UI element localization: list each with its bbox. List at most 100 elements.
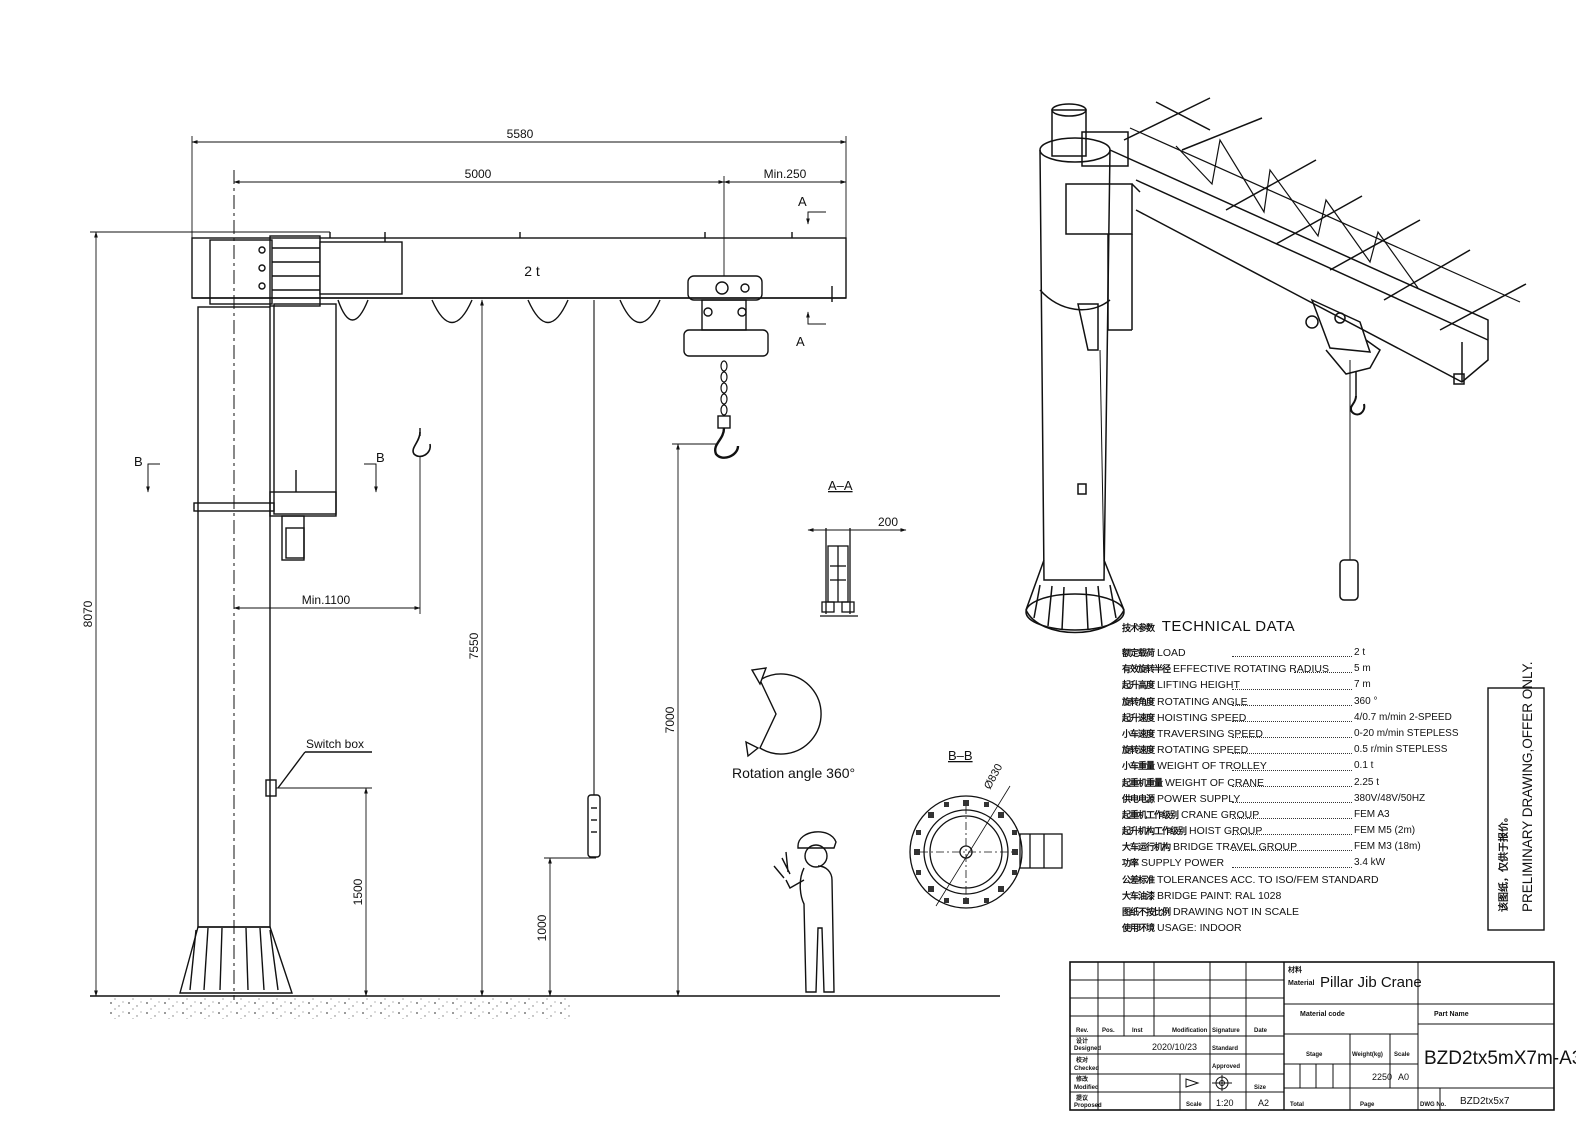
switch-box <box>265 779 277 797</box>
section-a-top: A <box>798 194 807 209</box>
tb-part-number: BZD2tx5mX7m-A3 <box>1424 1048 1576 1069</box>
leader-dots <box>1294 672 1352 674</box>
svg-text:Scale: Scale <box>1394 1052 1410 1058</box>
tech-row-value: FEM A3 <box>1354 808 1390 820</box>
svg-text:Checked: Checked <box>1074 1066 1099 1072</box>
section-b-right: B <box>376 450 385 465</box>
tb-paper-main: A0 <box>1398 1072 1409 1082</box>
preliminary-stamp: 该图纸，仅供于报价。 PRELIMINARY DRAWING,OFFER ONL… <box>1487 661 1545 931</box>
svg-text:Total: Total <box>1290 1102 1304 1108</box>
base-flange <box>909 795 1023 909</box>
tb-product: Pillar Jib Crane <box>1320 974 1422 991</box>
leader-dots <box>1232 704 1352 706</box>
tech-row-value: FEM M3 (18m) <box>1354 841 1421 853</box>
title-block-grid <box>1069 961 1555 1111</box>
dim-jib-length: 5000 <box>465 167 492 181</box>
stamp-cn: 该图纸，仅供于报价。 <box>1497 812 1510 912</box>
svg-text:Inst: Inst <box>1132 1028 1143 1034</box>
dim-section-width: 200 <box>878 515 898 529</box>
hoist <box>683 329 769 357</box>
iso-pillar <box>1039 149 1111 581</box>
section-bb: B–B Ø830 <box>909 748 1063 909</box>
svg-text:Size: Size <box>1254 1085 1267 1091</box>
tb-date: 2020/10/23 <box>1152 1042 1197 1052</box>
rotation-label: Rotation angle 360° <box>732 765 855 781</box>
dim-min-approach: Min.1100 <box>302 593 351 607</box>
tb-material-cn: 材料 <box>1287 965 1302 974</box>
trolley <box>687 275 763 301</box>
svg-text:Pos.: Pos. <box>1102 1028 1115 1034</box>
svg-text:校对: 校对 <box>1076 1056 1088 1064</box>
dimension-lines <box>90 136 847 997</box>
svg-text:Stage: Stage <box>1306 1052 1323 1058</box>
pillar-base <box>179 926 293 994</box>
tech-row-value: 4/0.7 m/min 2-SPEED <box>1354 711 1452 723</box>
dim-beam-height: 7550 <box>467 632 481 659</box>
leader-dots <box>1232 785 1352 787</box>
svg-text:DWG No.: DWG No. <box>1420 1102 1446 1108</box>
rotation-symbol <box>745 667 822 758</box>
svg-text:Standard: Standard <box>1212 1046 1238 1052</box>
leader-dots <box>1232 801 1352 803</box>
stamp-en: PRELIMINARY DRAWING,OFFER ONLY. <box>1520 661 1535 912</box>
dim-min-end: Min.250 <box>764 167 807 181</box>
section-a-bottom: A <box>796 334 805 349</box>
svg-text:Page: Page <box>1360 1102 1375 1108</box>
leader-dots <box>1232 688 1352 690</box>
svg-text:Date: Date <box>1254 1028 1268 1034</box>
tech-row-value: 0-20 m/min STEPLESS <box>1354 727 1459 739</box>
tech-row-value: 3.4 kW <box>1354 857 1386 869</box>
load-label: 2 t <box>524 263 540 279</box>
svg-text:Approved: Approved <box>1212 1064 1240 1070</box>
tech-row-value: 360 ° <box>1354 695 1378 707</box>
tech-row-value: 2.25 t <box>1354 776 1380 788</box>
switch-box-label: Switch box <box>306 737 364 751</box>
operator-figure <box>773 831 837 993</box>
leader-dots <box>1232 769 1352 771</box>
dim-pendant-height: 1000 <box>535 914 549 941</box>
tb-scale: 1:20 <box>1216 1098 1234 1108</box>
tech-row-value: 2 t <box>1354 647 1366 658</box>
svg-text:Designed: Designed <box>1074 1046 1101 1052</box>
svg-text:Signature: Signature <box>1212 1028 1240 1034</box>
tb-material-code: Material code <box>1300 1011 1345 1018</box>
leader-dots <box>1232 720 1352 722</box>
leader-dots <box>1232 753 1352 755</box>
svg-text:Weight(kg): Weight(kg) <box>1352 1052 1383 1058</box>
svg-text:Rev.: Rev. <box>1076 1028 1089 1034</box>
leader-dots <box>1232 737 1352 739</box>
dim-overall-width: 5580 <box>507 127 534 141</box>
tech-row-value: FEM M5 (2m) <box>1354 825 1416 837</box>
technical-data-title: 技术参数 TECHNICAL DATA <box>1122 618 1296 635</box>
section-aa: A–A 200 <box>807 478 907 617</box>
jib-beam <box>191 237 847 299</box>
dim-hook-height: 7000 <box>663 706 677 733</box>
svg-text:Modified: Modified <box>1074 1085 1099 1091</box>
iso-jib-beam <box>1109 149 1489 383</box>
reach-hook <box>412 431 431 458</box>
svg-text:Scale: Scale <box>1186 1102 1202 1108</box>
side-elevation <box>90 170 1000 1019</box>
